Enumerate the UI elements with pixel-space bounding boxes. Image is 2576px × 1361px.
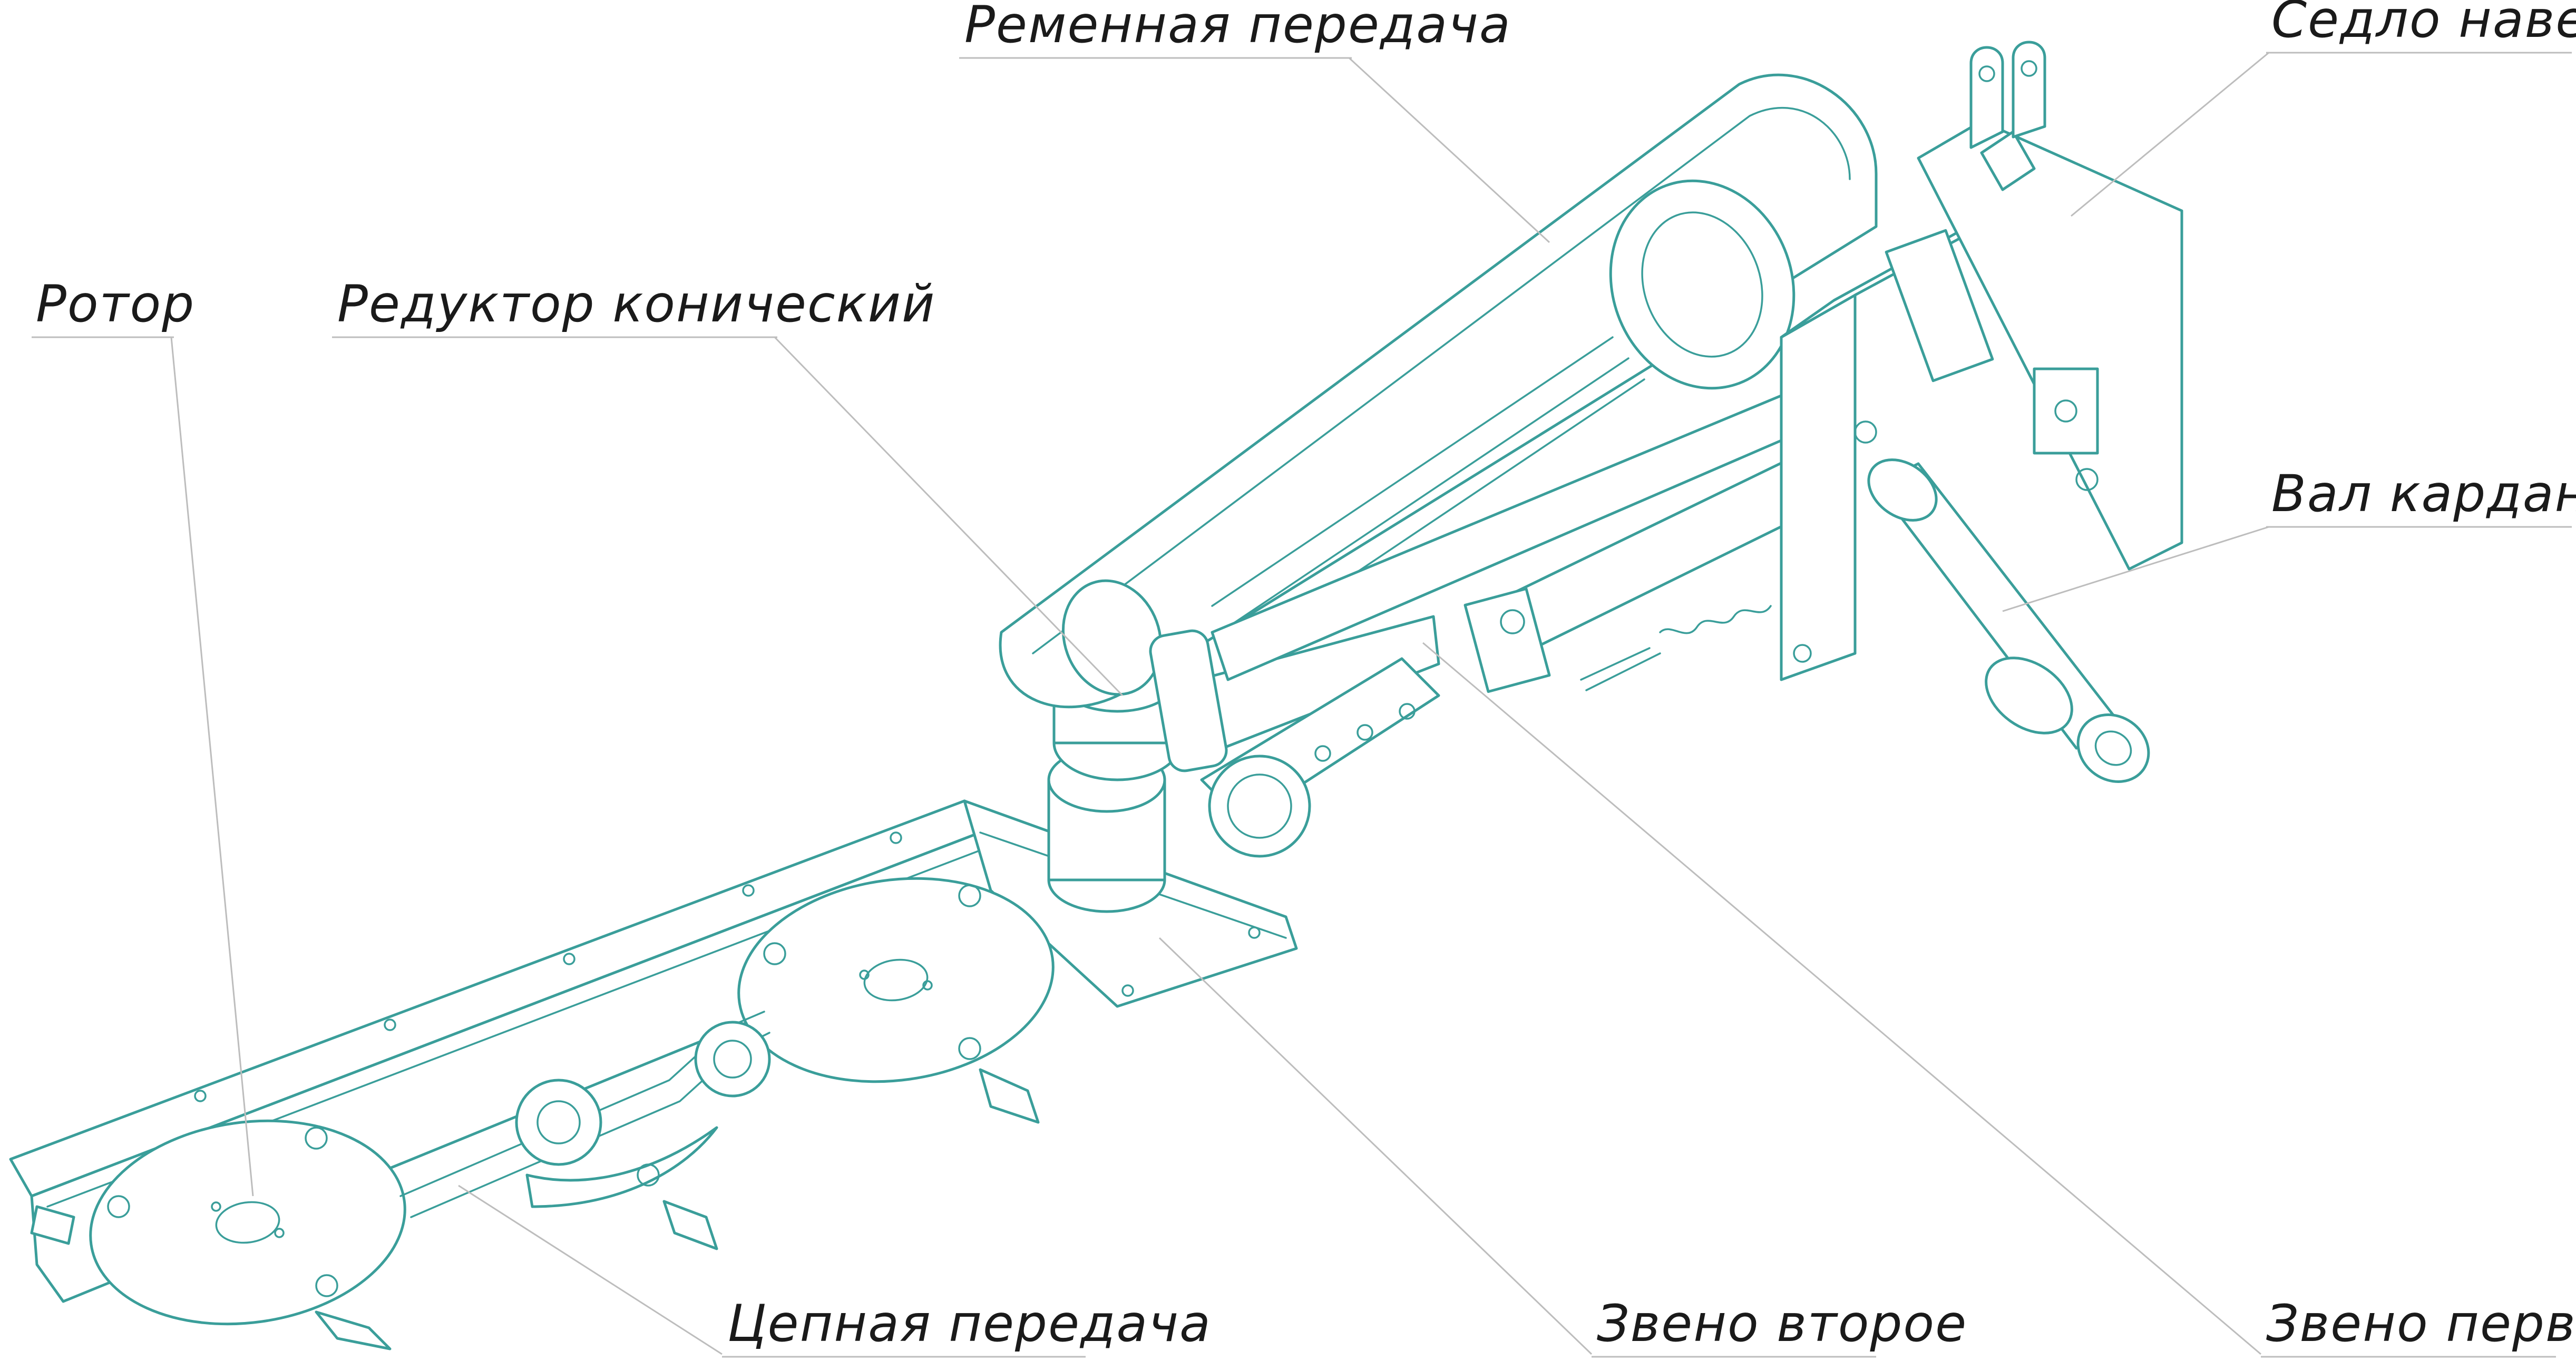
- callout-rotor: Ротор: [32, 275, 195, 338]
- callout-gearbox: Редуктор конический: [332, 275, 935, 338]
- label-belt-drive: Ременная передача: [964, 0, 1511, 54]
- leader-link-first: [1422, 642, 2261, 1355]
- callout-chain-drive: Цепная передача: [722, 1294, 1212, 1358]
- link-second: [1149, 593, 1440, 858]
- callout-link-second: Звено второе: [1592, 1294, 1967, 1358]
- label-driveshaft: Вал карданный: [2271, 464, 2576, 523]
- leader-hitch-saddle: [2071, 52, 2269, 217]
- leader-link-second: [1158, 937, 1593, 1355]
- label-link-second: Звено второе: [1597, 1294, 1967, 1353]
- leader-rotor: [170, 337, 254, 1197]
- cardan-shaft: [1854, 420, 2150, 783]
- label-gearbox: Редуктор конический: [337, 275, 935, 334]
- leader-chain-drive: [458, 1184, 723, 1355]
- leader-lines: [170, 52, 2269, 1355]
- leader-driveshaft: [2002, 526, 2269, 612]
- label-chain-drive: Цепная передача: [727, 1294, 1212, 1353]
- callout-belt-drive: Ременная передача: [959, 0, 1511, 59]
- belt-drive: [999, 73, 1878, 709]
- label-link-first: Звено первое: [2266, 1294, 2576, 1353]
- callout-link-first: Звено первое: [2261, 1294, 2576, 1358]
- leader-belt-drive: [1348, 57, 1550, 243]
- callout-driveshaft: Вал карданный: [2266, 464, 2576, 528]
- hitch-saddle: [1780, 41, 2183, 681]
- leader-gearbox: [774, 336, 1124, 697]
- rotor-left: [30, 1119, 406, 1350]
- link-first: [1211, 383, 1825, 693]
- label-hitch-saddle: Седло навески: [2271, 0, 2576, 49]
- rotor-middle: [737, 877, 1055, 1124]
- label-rotor: Ротор: [36, 275, 195, 334]
- callouts: Ротор Редуктор конический Ременная перед…: [32, 0, 2576, 1358]
- chain-drive: [399, 1011, 771, 1250]
- mower-illustration: [9, 41, 2183, 1350]
- callout-hitch-saddle: Седло навески: [2266, 0, 2576, 54]
